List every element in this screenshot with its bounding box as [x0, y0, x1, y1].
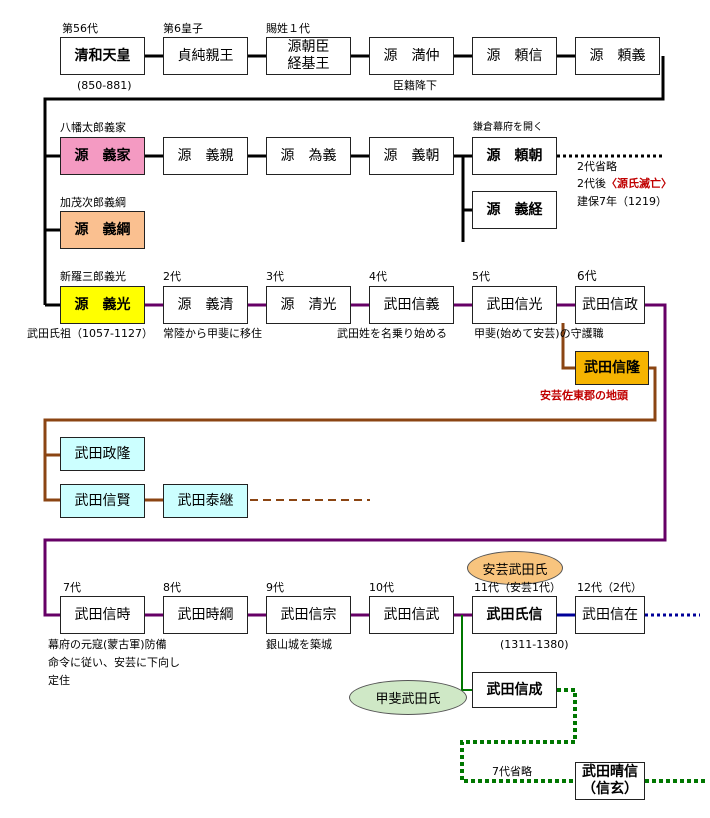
node-yasutsugu[interactable]: 武田泰継	[163, 484, 248, 518]
node-nobumitsu[interactable]: 武田信光	[472, 286, 557, 324]
aki-takeda-ellipse: 安芸武田氏	[467, 551, 563, 585]
node-harunobu[interactable]: 武田晴信 （信玄）	[575, 762, 645, 800]
label-jito: 安芸佐東郡の地頭	[540, 389, 628, 402]
label-ujinobu-years: (1311-1380)	[500, 638, 569, 651]
label-genji-extinct: 〈源氏滅亡〉	[606, 177, 672, 190]
node-nobutaka[interactable]: 武田信隆	[575, 351, 649, 385]
node-yoriyoshi[interactable]: 源 頼義	[575, 37, 660, 75]
node-yoshitsune[interactable]: 源 義経	[472, 191, 557, 229]
label-gen-3: 3代	[266, 270, 284, 283]
label-hitachi: 常陸から甲斐に移住	[163, 327, 262, 340]
node-yoshimitsu[interactable]: 源 義光	[60, 286, 145, 324]
label-kamo: 加茂次郎義綱	[60, 196, 126, 209]
label-gen-6: 6代	[577, 269, 597, 283]
node-nobumasa[interactable]: 武田信政	[575, 286, 645, 324]
node-nobuyoshi[interactable]: 武田信義	[369, 286, 454, 324]
node-yorinobu[interactable]: 源 頼信	[472, 37, 557, 75]
label-gen-11: 11代（安芸1代）	[474, 581, 561, 594]
label-shinseki: 臣籍降下	[393, 79, 437, 92]
node-seiwa[interactable]: 清和天皇	[60, 37, 145, 75]
node-nobukata[interactable]: 武田信賢	[60, 484, 145, 518]
label-gen-7: 7代	[63, 581, 81, 594]
label-genko-2: 命令に従い、安芸に下向し	[48, 656, 180, 669]
label-gen-8: 8代	[163, 581, 181, 594]
label-6th-prince: 第6皇子	[163, 22, 203, 35]
node-ujinobu[interactable]: 武田氏信	[472, 596, 557, 634]
node-yoritomo[interactable]: 源 頼朝	[472, 137, 557, 175]
node-yoshichika[interactable]: 源 義親	[163, 137, 248, 175]
label-sei: 賜姓１代	[266, 22, 310, 35]
kai-takeda-ellipse: 甲斐武田氏	[349, 680, 467, 715]
node-nobushige[interactable]: 武田信成	[472, 672, 557, 708]
node-nobutake[interactable]: 武田信武	[369, 596, 454, 634]
node-sadazumi[interactable]: 貞純親王	[163, 37, 248, 75]
label-genko-1: 幕府の元寇(蒙古軍)防備	[48, 638, 167, 651]
label-takeda-name: 武田姓を名乗り始める	[337, 327, 447, 340]
node-tameyoshi[interactable]: 源 為義	[266, 137, 351, 175]
node-tokitsuna[interactable]: 武田時綱	[163, 596, 248, 634]
node-nobuari[interactable]: 武田信在	[575, 596, 645, 634]
label-omit-2: 2代省略	[577, 160, 617, 173]
node-nobutoki[interactable]: 武田信時	[60, 596, 145, 634]
label-gen-9: 9代	[266, 581, 284, 594]
label-56th: 第56代	[62, 22, 98, 35]
label-kenpo: 建保7年（1219）	[577, 195, 667, 208]
label-kamakura: 鎌倉幕府を開く	[473, 122, 543, 133]
node-yoshitsuna[interactable]: 源 義綱	[60, 211, 145, 249]
label-hachiman: 八幡太郎義家	[60, 121, 126, 134]
label-genko-3: 定住	[48, 674, 70, 687]
label-after-2: 2代後〈源氏滅亡〉	[577, 177, 672, 190]
label-gen-5: 5代	[472, 270, 490, 283]
node-nobumune[interactable]: 武田信宗	[266, 596, 351, 634]
node-masataka[interactable]: 武田政隆	[60, 437, 145, 471]
label-kai-aki: 甲斐(始めて安芸)の守護職	[474, 327, 604, 340]
label-gen-4: 4代	[369, 270, 387, 283]
node-yoshikiyo[interactable]: 源 義清	[163, 286, 248, 324]
label-omit-7: 7代省略	[492, 765, 532, 778]
node-tsunemoto[interactable]: 源朝臣 経基王	[266, 37, 351, 75]
label-shinra: 新羅三郎義光	[60, 270, 126, 283]
label-gen-10: 10代	[369, 581, 394, 594]
label-seiwa-years: (850-881)	[77, 79, 132, 92]
label-gen-12: 12代（2代）	[577, 581, 642, 594]
label-gen-2: 2代	[163, 270, 181, 283]
node-yoshitomo[interactable]: 源 義朝	[369, 137, 454, 175]
node-yoshiie[interactable]: 源 義家	[60, 137, 145, 175]
node-mitsunaka[interactable]: 源 満仲	[369, 37, 454, 75]
label-founder: 武田氏祖（1057-1127）	[27, 327, 153, 340]
label-ginzan: 銀山城を築城	[266, 638, 332, 651]
node-kiyomitsu[interactable]: 源 清光	[266, 286, 351, 324]
